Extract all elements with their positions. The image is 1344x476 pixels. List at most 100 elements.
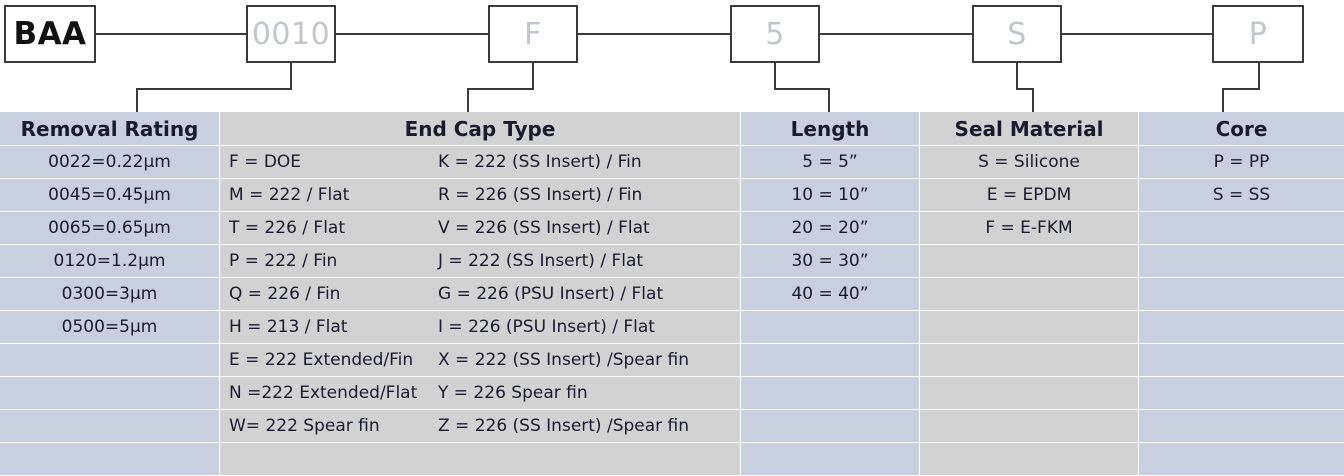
- end-cap-code-right: J = 222 (SS Insert) / Flat: [438, 251, 644, 271]
- list-item: P = PP: [1139, 146, 1344, 178]
- table-row: H = 213 / Flat I = 226 (PSU Insert) / Fl…: [220, 311, 740, 343]
- end-cap-code-left: Q = 226 / Fin: [229, 284, 341, 304]
- list-item: S = SS: [1139, 179, 1344, 211]
- end-cap-code-left: T = 226 / Flat: [229, 218, 346, 238]
- length-code-box[interactable]: 5: [730, 5, 820, 63]
- end-cap-code-left: W= 222 Spear fin: [229, 416, 380, 436]
- end-cap-code-right: I = 226 (PSU Insert) / Flat: [438, 317, 655, 337]
- end-cap-code-right: R = 226 (SS Insert) / Fin: [438, 185, 643, 205]
- list-item: 0022=0.22µm: [0, 146, 219, 178]
- drop-f-vertical-top: [532, 62, 534, 90]
- removal-rating-code-box[interactable]: 0010: [246, 5, 336, 63]
- column-header-core: Core: [1139, 112, 1344, 145]
- drop-s-vertical-top: [1016, 62, 1018, 90]
- column-removal-rating: Removal Rating 0022=0.22µm 0045=0.45µm 0…: [0, 112, 219, 476]
- spacer-cell: [220, 443, 740, 475]
- table-row: T = 226 / Flat V = 226 (SS Insert) / Fla…: [220, 212, 740, 244]
- spacer-cell: [920, 410, 1138, 442]
- list-item: 0065=0.65µm: [0, 212, 219, 244]
- connector-5-to-s: [820, 33, 972, 35]
- drop-5-horizontal: [774, 88, 830, 90]
- spacer-cell: [741, 344, 919, 376]
- drop-p-vertical-top: [1258, 62, 1260, 90]
- end-cap-code-right: Z = 226 (SS Insert) /Spear fin: [438, 416, 690, 436]
- end-cap-code-right: G = 226 (PSU Insert) / Flat: [438, 284, 664, 304]
- drop-p-horizontal: [1222, 88, 1260, 90]
- column-seal-material: Seal Material S = Silicone E = EPDM F = …: [920, 112, 1138, 476]
- column-end-cap-type: End Cap Type F = DOE K = 222 (SS Insert)…: [220, 112, 740, 476]
- spacer-cell: [741, 377, 919, 409]
- list-item: 30 = 30”: [741, 245, 919, 277]
- table-row: N =222 Extended/Flat Y = 226 Spear fin: [220, 377, 740, 409]
- spacer-cell: [1139, 410, 1344, 442]
- spacer-cell: [741, 410, 919, 442]
- drop-f-horizontal: [467, 88, 534, 90]
- spacer-cell: [1139, 212, 1344, 244]
- end-cap-code-right: Y = 226 Spear fin: [438, 383, 588, 403]
- end-cap-code-right: X = 222 (SS Insert) /Spear fin: [438, 350, 690, 370]
- list-item: 0500=5µm: [0, 311, 219, 343]
- drop-s-horizontal: [1016, 88, 1034, 90]
- drop-p-vertical-bottom: [1222, 88, 1224, 114]
- list-item: 0045=0.45µm: [0, 179, 219, 211]
- list-item: 0300=3µm: [0, 278, 219, 310]
- spacer-cell: [1139, 245, 1344, 277]
- list-item: F = E-FKM: [920, 212, 1138, 244]
- end-cap-code-left: P = 222 / Fin: [229, 251, 338, 271]
- spacer-cell: [920, 278, 1138, 310]
- column-header-length: Length: [741, 112, 919, 145]
- column-length: Length 5 = 5” 10 = 10” 20 = 20” 30 = 30”…: [741, 112, 919, 476]
- list-item: 20 = 20”: [741, 212, 919, 244]
- drop-0010-vertical-top: [290, 62, 292, 90]
- table-row: E = 222 Extended/Fin X = 222 (SS Insert)…: [220, 344, 740, 376]
- spacer-cell: [920, 443, 1138, 475]
- list-item: 10 = 10”: [741, 179, 919, 211]
- table-row: Q = 226 / Fin G = 226 (PSU Insert) / Fla…: [220, 278, 740, 310]
- drop-0010-horizontal: [136, 88, 292, 90]
- end-cap-code-left: E = 222 Extended/Fin: [229, 350, 414, 370]
- drop-f-vertical-bottom: [467, 88, 469, 114]
- drop-0010-vertical-bottom: [136, 88, 138, 114]
- table-row: W= 222 Spear fin Z = 226 (SS Insert) /Sp…: [220, 410, 740, 442]
- end-cap-type-code-box[interactable]: F: [488, 5, 578, 63]
- drop-5-vertical-top: [774, 62, 776, 90]
- spacer-cell: [741, 443, 919, 475]
- spacer-cell: [920, 344, 1138, 376]
- table-row: M = 222 / Flat R = 226 (SS Insert) / Fin: [220, 179, 740, 211]
- spacer-cell: [920, 311, 1138, 343]
- core-code-box[interactable]: P: [1212, 5, 1304, 63]
- list-item: S = Silicone: [920, 146, 1138, 178]
- series-code-box[interactable]: BAA: [4, 5, 96, 63]
- connector-baa-to-0010: [96, 33, 246, 35]
- connector-0010-to-f: [336, 33, 488, 35]
- spacer-cell: [920, 245, 1138, 277]
- list-item: 0120=1.2µm: [0, 245, 219, 277]
- table-row: P = 222 / Fin J = 222 (SS Insert) / Flat: [220, 245, 740, 277]
- spacer-cell: [1139, 278, 1344, 310]
- column-header-end-cap-type: End Cap Type: [220, 112, 740, 145]
- end-cap-code-right: V = 226 (SS Insert) / Flat: [438, 218, 650, 238]
- spacer-cell: [1139, 377, 1344, 409]
- spacer-cell: [1139, 443, 1344, 475]
- spacer-cell: [741, 311, 919, 343]
- connector-s-to-p: [1062, 33, 1212, 35]
- spacer-cell: [0, 344, 219, 376]
- column-header-removal-rating: Removal Rating: [0, 112, 219, 145]
- end-cap-code-left: F = DOE: [229, 152, 302, 172]
- connector-f-to-5: [578, 33, 730, 35]
- end-cap-code-left: H = 213 / Flat: [229, 317, 348, 337]
- drop-5-vertical-bottom: [828, 88, 830, 114]
- seal-material-code-box[interactable]: S: [972, 5, 1062, 63]
- drop-s-vertical-bottom: [1032, 88, 1034, 114]
- column-core: Core P = PP S = SS: [1139, 112, 1344, 476]
- list-item: E = EPDM: [920, 179, 1138, 211]
- spacer-cell: [1139, 311, 1344, 343]
- end-cap-code-left: N =222 Extended/Flat: [229, 383, 418, 403]
- spacer-cell: [0, 377, 219, 409]
- spacer-cell: [0, 443, 219, 475]
- table-row: F = DOE K = 222 (SS Insert) / Fin: [220, 146, 740, 178]
- list-item: 5 = 5”: [741, 146, 919, 178]
- end-cap-code-left: M = 222 / Flat: [229, 185, 350, 205]
- spacer-cell: [1139, 344, 1344, 376]
